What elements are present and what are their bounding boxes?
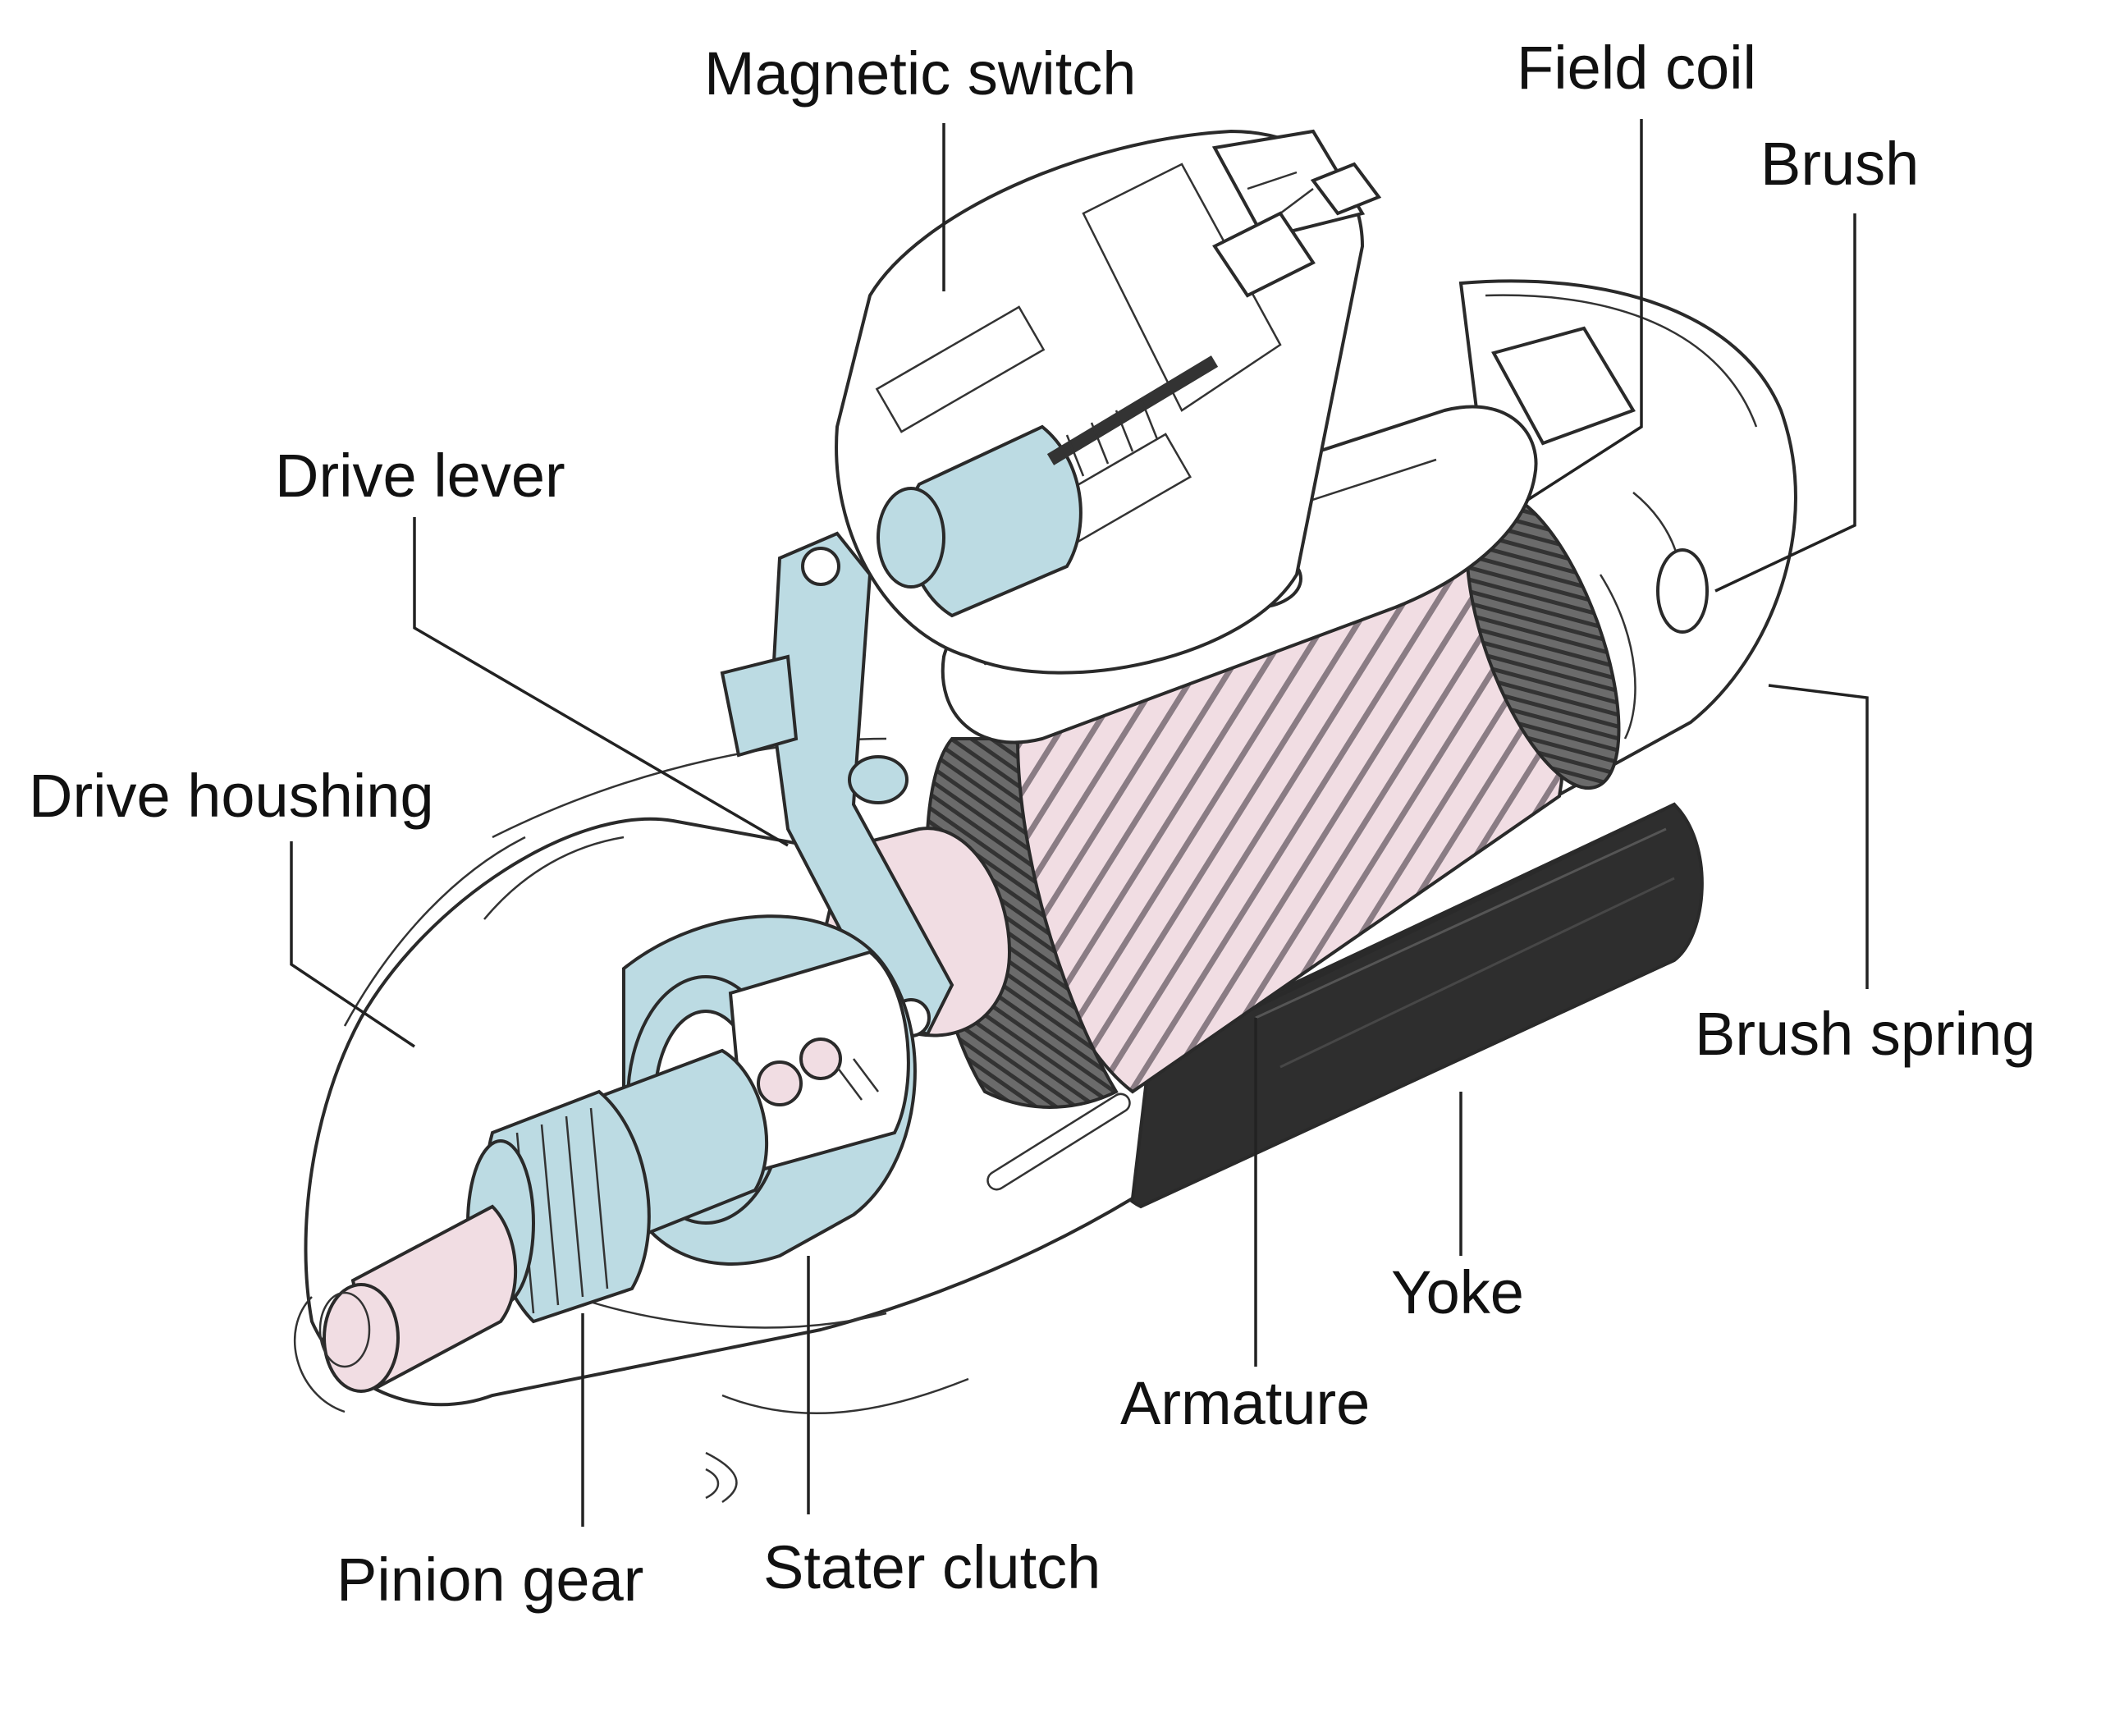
label-drive-lever: Drive lever (275, 442, 565, 510)
output-shaft (294, 1204, 518, 1413)
label-armature: Armature (1120, 1369, 1370, 1437)
label-field-coil: Field coil (1517, 34, 1756, 102)
leader-drive-housing (290, 841, 415, 1048)
labels: Magnetic switch Field coil Brush Drive l… (29, 34, 2035, 1614)
leader-brush-spring (1768, 684, 1869, 989)
label-brush-spring: Brush spring (1695, 1000, 2035, 1068)
label-brush: Brush (1760, 130, 1919, 198)
label-yoke: Yoke (1391, 1258, 1524, 1326)
magnetic-switch-body (835, 129, 1382, 675)
label-pinion-gear: Pinion gear (336, 1546, 643, 1614)
brush-holder (1491, 326, 1709, 740)
yoke-shell (1103, 802, 1704, 1209)
leader-brush (1714, 213, 1856, 593)
label-magnetic-switch: Magnetic switch (704, 39, 1136, 108)
drive-lever-part (720, 531, 954, 1037)
leader-field-coil (1526, 119, 1643, 502)
leader-drive-lever (413, 517, 789, 847)
leader-lines (290, 119, 1869, 1527)
label-starter-clutch: Stater clutch (763, 1533, 1101, 1601)
label-drive-housing: Drive houshing (29, 762, 434, 830)
starter-motor-illustration (294, 129, 1797, 1504)
